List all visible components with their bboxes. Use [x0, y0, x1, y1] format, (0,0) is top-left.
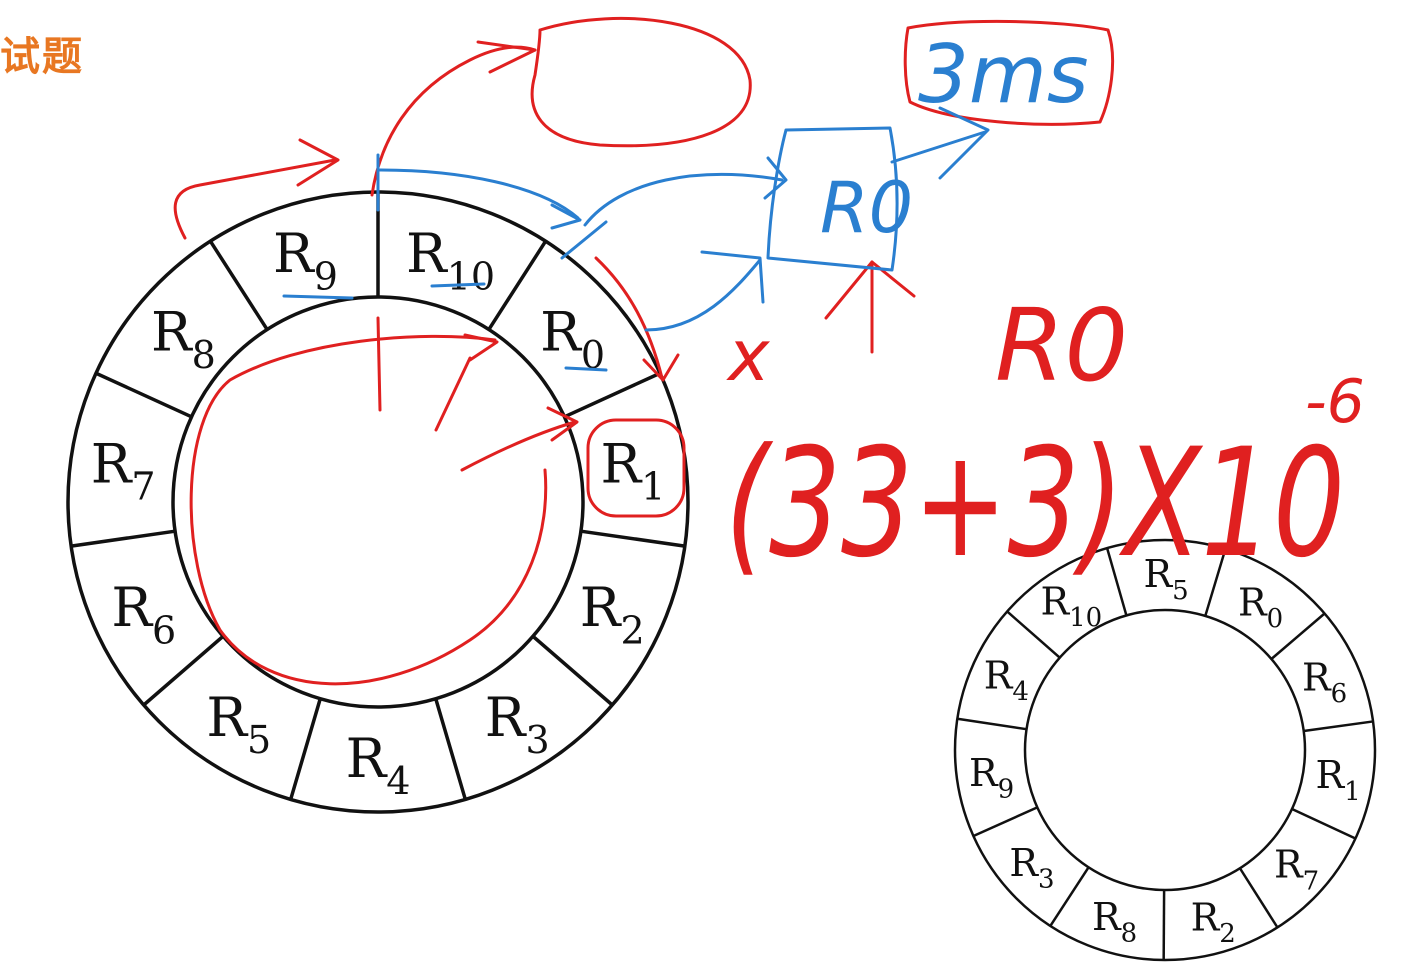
small-ring-outer	[953, 538, 1377, 962]
red-left-arrowhead	[296, 138, 340, 187]
blue-annotations: R0	[282, 106, 990, 372]
small-ring-divider	[1270, 612, 1326, 660]
blue-to-buffer-arrowhead	[763, 156, 788, 200]
small-ring-sector-label: R8	[1092, 895, 1137, 949]
blue-underline-r1	[564, 366, 608, 372]
blue-diag	[560, 220, 608, 260]
large-ring-divider	[487, 240, 548, 331]
large-ring-divider	[142, 634, 225, 707]
blue-to-buffer-arc	[583, 172, 784, 227]
small-ring-divider	[972, 806, 1038, 838]
register-label: R0	[995, 287, 1128, 404]
formula: (33+3)X10	[725, 417, 1345, 591]
small-ring-sector-label: R1	[1315, 753, 1360, 807]
blue-to-time-arrowhead	[938, 106, 990, 180]
small-ring-sector-label: R4	[984, 653, 1029, 707]
formula-exponent: -6	[1305, 367, 1365, 437]
small-ring-sector-label: R3	[1009, 841, 1054, 895]
red-inner-slash	[434, 356, 472, 432]
large-ring-divider	[563, 371, 661, 419]
small-ring-sector-label: R2	[1191, 895, 1236, 949]
buffer-label: R0	[820, 167, 913, 249]
small-ring-sector-label: R6	[1302, 655, 1347, 709]
red-r1-arrowhead	[642, 353, 680, 382]
large-ring-sector-label: R3	[485, 686, 550, 762]
large-ring-sector-label: R5	[206, 686, 271, 762]
large-ring-divider	[580, 529, 686, 548]
large-ring-sector-label: R2	[580, 576, 645, 652]
red-r1-arrow	[594, 256, 664, 380]
large-ring-divider	[208, 240, 269, 331]
blue-top-arrowhead	[550, 203, 582, 230]
large-ring-sector-label: R6	[111, 576, 176, 652]
large-ring-divider	[95, 371, 193, 419]
red-loop-arrowhead	[476, 40, 537, 74]
large-ring-divider	[288, 698, 322, 800]
blue-buffer-box	[766, 126, 899, 272]
red-r2-box	[586, 418, 686, 518]
small-ring-divider	[1105, 547, 1128, 616]
cross-mark: x	[726, 315, 770, 397]
red-loop-stroke	[370, 45, 537, 197]
small-ring-divider	[1303, 720, 1374, 733]
small-ring-divider	[1006, 610, 1061, 659]
page-heading: 试题	[0, 34, 84, 80]
red-r2-arrowhead	[546, 406, 579, 442]
large-ring-sector-label: R10	[406, 222, 495, 298]
large-ring-divider	[70, 529, 176, 548]
red-inner-tick	[376, 316, 382, 412]
blue-underline-r10	[282, 294, 354, 300]
small-ring-divider	[1049, 866, 1090, 927]
small-ring-sector-label: R7	[1274, 843, 1319, 897]
red-inner-loop	[189, 334, 548, 686]
large-ring-divider	[531, 634, 614, 707]
small-ring-sector-label: R10	[1040, 579, 1102, 633]
large-ring-divider	[434, 698, 468, 800]
red-inner-arrowhead	[463, 333, 499, 362]
time-label: 3ms	[918, 28, 1089, 121]
small-ring-sector-label: R5	[1144, 552, 1189, 606]
large-ring-sector-label: R8	[151, 301, 216, 377]
blue-top-arc	[378, 168, 580, 220]
small-ring-inner	[1023, 608, 1307, 892]
small-ring-divider	[1291, 807, 1356, 840]
small-ring-divider	[1238, 867, 1279, 929]
large-ring-sector-label: R4	[346, 727, 411, 803]
large-ring-sector-label: R9	[273, 222, 338, 298]
small-ring-divider	[1204, 548, 1227, 617]
large-ring-sector-label: R0	[540, 301, 605, 377]
blue-to-time-arrow	[890, 130, 987, 164]
blue-underline-r0	[430, 282, 486, 288]
red-up-arrowhead	[824, 260, 916, 320]
large-ring-sector-label: R7	[91, 433, 156, 509]
red-time-box	[903, 19, 1115, 126]
small-ring-sector-label: R0	[1238, 581, 1283, 635]
blue-lower-arrowhead	[700, 250, 765, 304]
small-ring-divider	[957, 717, 1027, 731]
large-ring-sector-label: R1	[600, 433, 665, 509]
red-blob	[530, 16, 752, 148]
red-left-arrow	[173, 158, 337, 240]
red-r2-arrow	[460, 420, 577, 472]
blue-lower-arc	[644, 258, 762, 332]
small-ring-sector-label: R9	[969, 751, 1014, 805]
red-annotations: 3ms x R0 (33+3)X10 -6	[173, 16, 1365, 686]
